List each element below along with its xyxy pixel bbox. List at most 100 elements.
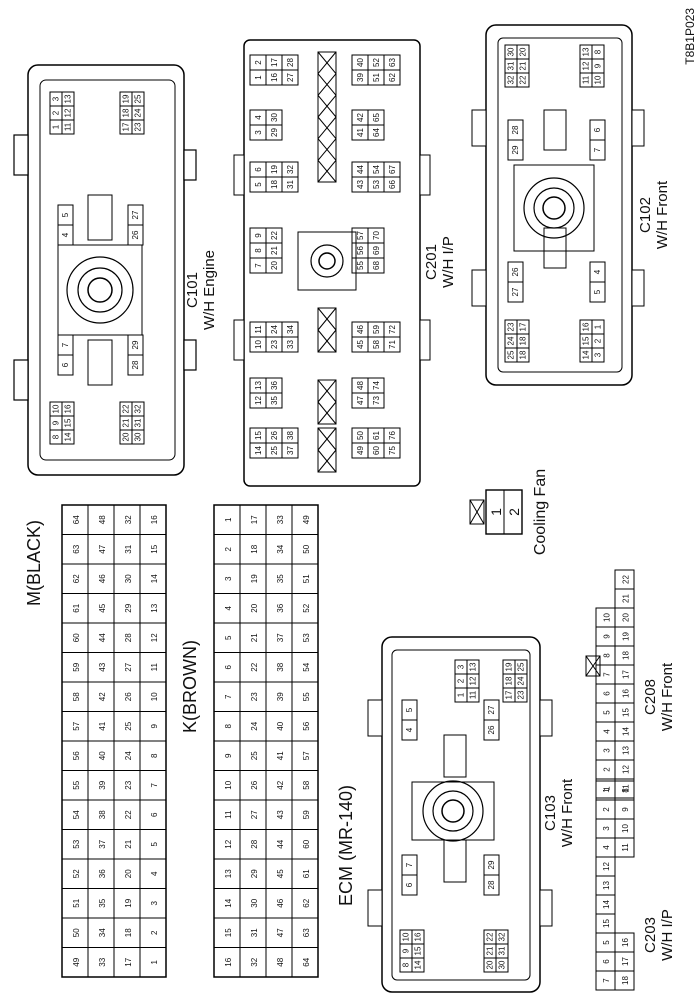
m_black-pin: 14	[150, 574, 159, 583]
c101-pin: 7	[61, 342, 70, 347]
c102-pin: 6	[593, 127, 602, 132]
c103-pin: 7	[405, 862, 414, 867]
c201-pin-cell	[281, 442, 299, 459]
c102-tab-left	[471, 109, 487, 147]
c102-pin: 31	[506, 61, 515, 70]
k-brown-title: K(BROWN)	[180, 640, 200, 733]
c203-pin: 4	[602, 845, 611, 850]
c103-tab-left-2	[367, 889, 383, 927]
cooling-fan-label: Cooling Fan	[532, 469, 549, 555]
c102-pin: 11	[581, 75, 590, 84]
c208-pin-cell	[614, 569, 635, 590]
c102-pin: 30	[506, 47, 515, 56]
k_brown-pin: 53	[302, 633, 311, 642]
c201-pin: 63	[388, 58, 397, 67]
c201-pin: 13	[254, 381, 263, 390]
k_brown-pin: 37	[276, 633, 285, 642]
c201-pin: 9	[254, 233, 263, 238]
c103-pin: 8	[401, 962, 410, 967]
c201-pin: 70	[372, 231, 381, 240]
k_brown-pin: 25	[250, 751, 259, 760]
k_brown-pin: 50	[302, 544, 311, 553]
c103-pin: 25	[516, 662, 525, 671]
c201-pin: 3	[254, 130, 263, 135]
c101-pin: 31	[133, 418, 142, 427]
c201-keyway	[317, 379, 337, 425]
c101-key-top	[87, 194, 113, 241]
m_black-pin: 57	[72, 721, 81, 730]
k_brown-pin: 23	[250, 692, 259, 701]
k_brown-pin: 17	[250, 515, 259, 524]
c201-pin: 66	[388, 180, 397, 189]
m_black-pin: 29	[124, 603, 133, 612]
m-black-cells: 6463626160595857565554535251504948474645…	[61, 504, 167, 978]
c201-keyway-x	[317, 449, 337, 473]
k_brown-pin: 20	[250, 603, 259, 612]
c102-pin-cell	[516, 347, 530, 363]
c201-pin: 20	[270, 261, 279, 270]
c201-keyway-x	[317, 73, 337, 96]
c103-pin: 26	[487, 725, 496, 734]
k_brown-pin: 55	[302, 692, 311, 701]
c102-pin: 7	[593, 147, 602, 152]
c203-pin: 1	[602, 788, 611, 793]
c102-bolt-icon	[542, 196, 566, 220]
c102-pin: 9	[593, 63, 602, 68]
c102-pin-cell	[589, 281, 606, 303]
m_black-pin: 3	[150, 900, 159, 905]
c102-name: W/H Front	[654, 180, 671, 249]
connector-c103: 3211312115419181725242327267610981615142…	[367, 636, 576, 993]
cooling-fan-pin-1: 1	[488, 508, 504, 516]
c102-code: C102	[637, 197, 654, 233]
c201-pin: 32	[286, 165, 295, 174]
c101-pin: 26	[131, 230, 140, 239]
c208-latch-x2	[585, 655, 601, 677]
c201-keyway-x	[317, 427, 337, 451]
c103-pin: 3	[456, 664, 465, 669]
c203-pin: 5	[602, 940, 611, 945]
c201-pin: 36	[270, 381, 279, 390]
c201-pin: 19	[270, 165, 279, 174]
c201-keyway-x	[317, 95, 337, 118]
c201-pin: 27	[286, 73, 295, 82]
c201-tab-left	[233, 154, 245, 196]
c203-pin: 6	[602, 959, 611, 964]
c102-pin: 26	[511, 267, 520, 276]
c101-tab-left-2	[13, 359, 29, 401]
c102-pin: 16	[581, 322, 590, 331]
c103-pin-blocks: 3211312115419181725242327267610981615142…	[399, 659, 528, 973]
c201-pin-cell	[265, 257, 283, 274]
k_brown-pin: 49	[302, 515, 311, 524]
c101-pin: 13	[63, 94, 72, 103]
m_black-pin: 56	[72, 751, 81, 760]
k_brown-pin: 38	[276, 662, 285, 671]
c201-name: W/H I/P	[440, 236, 457, 288]
k_brown-pin: 5	[224, 635, 233, 640]
c101-pin: 9	[51, 420, 60, 425]
c102-pin: 25	[506, 350, 515, 359]
c201-pin: 53	[372, 180, 381, 189]
c101-pin: 23	[133, 122, 142, 131]
c208-pin: 13	[621, 746, 630, 755]
c102-pin-cell	[516, 72, 530, 88]
c201-pin: 64	[372, 128, 381, 137]
c201-keyway	[317, 51, 337, 183]
m_black-pin: 8	[150, 753, 159, 758]
m_black-pin: 44	[98, 633, 107, 642]
k_brown-pin: 15	[224, 928, 233, 937]
c201-keyway	[317, 427, 337, 473]
c201-tab-left-2	[233, 319, 245, 361]
m_black-pin: 35	[98, 898, 107, 907]
c201-pin: 38	[286, 431, 295, 440]
c203-pin: 13	[602, 881, 611, 890]
m_black-pin: 20	[124, 869, 133, 878]
c201-pin: 59	[372, 325, 381, 334]
c201-pin: 5	[254, 182, 263, 187]
m_black-pin: 18	[124, 928, 133, 937]
k_brown-pin: 9	[224, 753, 233, 758]
c103-pin: 2	[456, 678, 465, 683]
c201-pin-cell	[281, 336, 299, 353]
m_black-pin: 62	[72, 574, 81, 583]
